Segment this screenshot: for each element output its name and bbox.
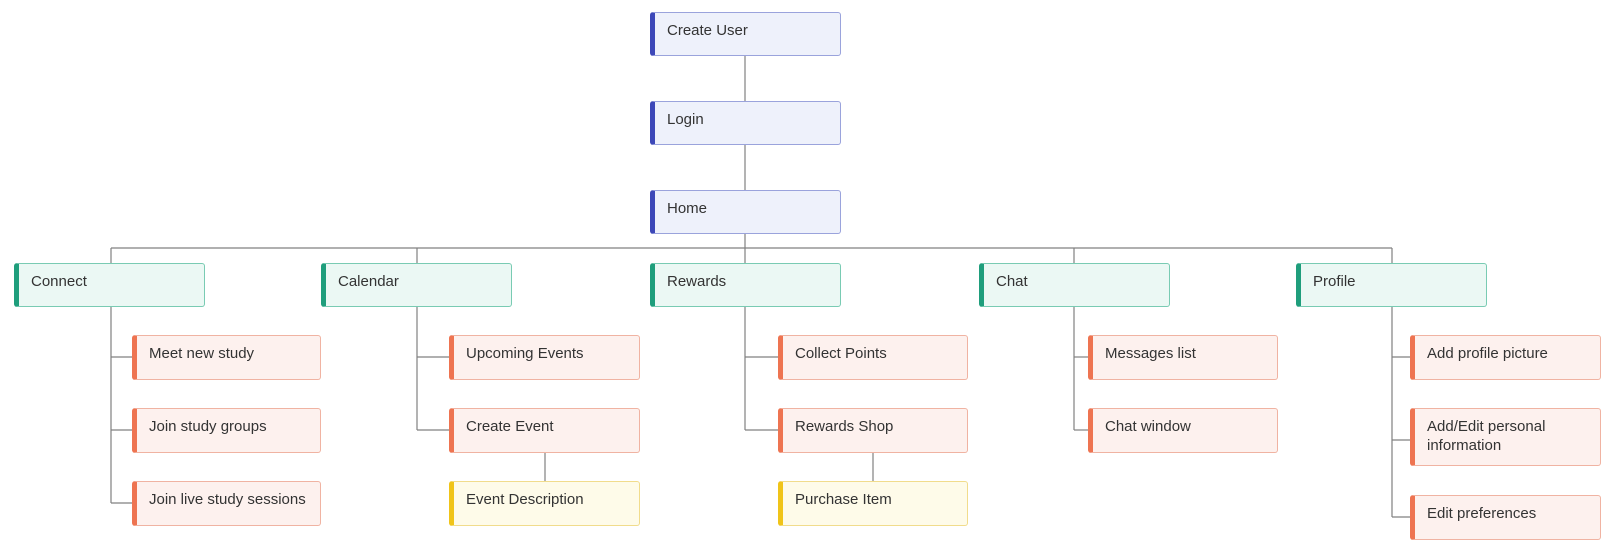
node-meet-new-study[interactable]: Meet new study <box>132 335 321 380</box>
node-calendar[interactable]: Calendar <box>321 263 512 307</box>
node-purchase-item[interactable]: Purchase Item <box>778 481 968 526</box>
node-rewards-shop[interactable]: Rewards Shop <box>778 408 968 453</box>
node-profile[interactable]: Profile <box>1296 263 1487 307</box>
node-chat[interactable]: Chat <box>979 263 1170 307</box>
node-home[interactable]: Home <box>650 190 841 234</box>
node-join-live-study-sessions[interactable]: Join live study sessions <box>132 481 321 526</box>
node-collect-points[interactable]: Collect Points <box>778 335 968 380</box>
node-join-study-groups[interactable]: Join study groups <box>132 408 321 453</box>
node-edit-preferences[interactable]: Edit preferences <box>1410 495 1601 540</box>
node-rewards[interactable]: Rewards <box>650 263 841 307</box>
node-chat-window[interactable]: Chat window <box>1088 408 1278 453</box>
node-upcoming-events[interactable]: Upcoming Events <box>449 335 640 380</box>
node-login[interactable]: Login <box>650 101 841 145</box>
node-add-profile-picture[interactable]: Add profile picture <box>1410 335 1601 380</box>
node-add-edit-personal-information[interactable]: Add/Edit personal information <box>1410 408 1601 466</box>
node-create-user[interactable]: Create User <box>650 12 841 56</box>
node-connect[interactable]: Connect <box>14 263 205 307</box>
node-event-description[interactable]: Event Description <box>449 481 640 526</box>
node-messages-list[interactable]: Messages list <box>1088 335 1278 380</box>
node-create-event[interactable]: Create Event <box>449 408 640 453</box>
